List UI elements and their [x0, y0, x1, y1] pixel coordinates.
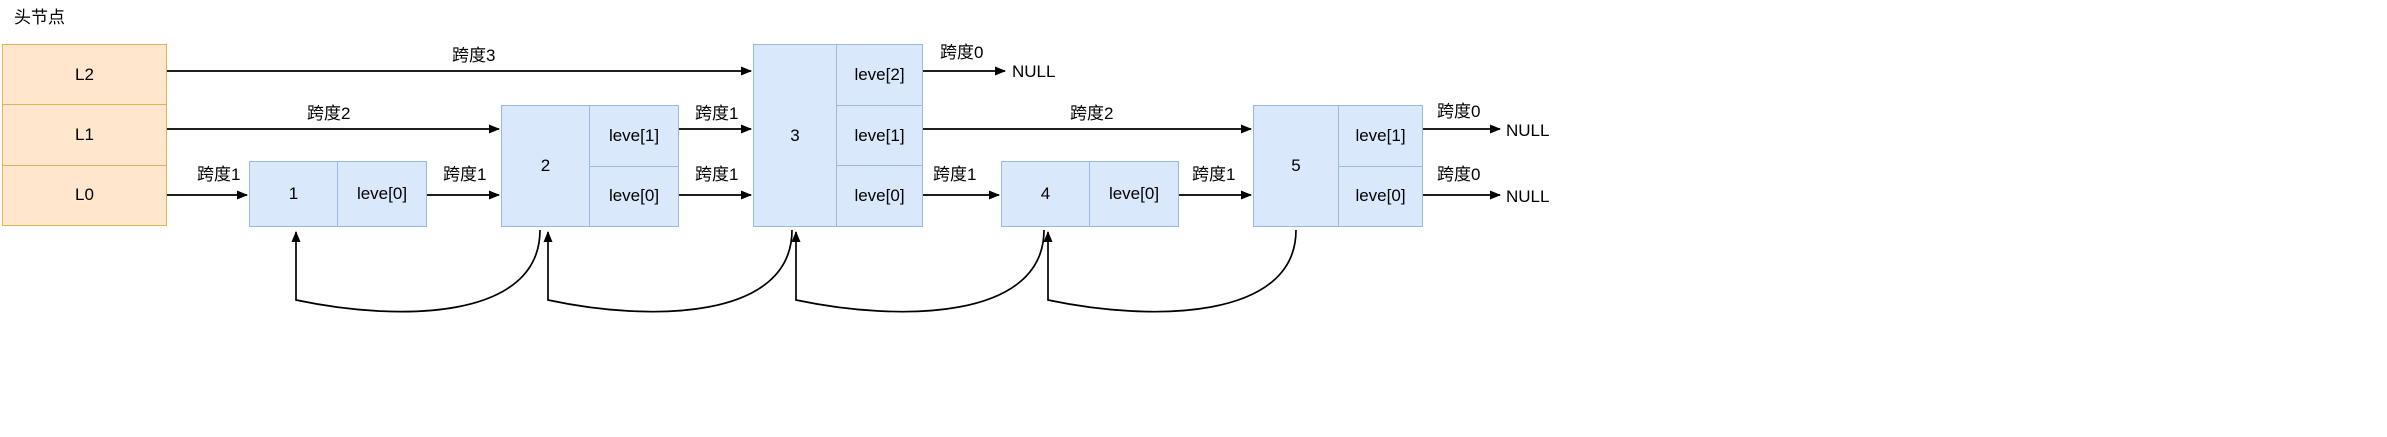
span-label-edge-4-l0-to-5: 跨度1 — [1192, 165, 1236, 184]
node-level-cell: leve[0] — [1108, 184, 1160, 203]
node-level-cell: leve[1] — [837, 106, 922, 167]
skiplist-node-4[interactable]: 4 leve[0] — [1001, 161, 1179, 227]
node-level-cell: leve[2] — [837, 45, 922, 106]
head-node-level-L0: L0 — [75, 185, 94, 205]
back-3-to-2 — [543, 229, 793, 313]
backward-pointer-edges — [291, 229, 1297, 313]
back-5-to-4 — [1043, 229, 1297, 313]
null-l1: NULL — [1506, 121, 1550, 140]
back-2-to-1 — [291, 229, 541, 313]
node-level-stack: leve[1] leve[0] — [590, 106, 678, 226]
span-label-edge-head-l2-to-3: 跨度3 — [452, 46, 496, 65]
node-level-stack: leve[1] leve[0] — [1339, 106, 1422, 226]
span-label-edge-1-l0-to-2: 跨度1 — [443, 165, 487, 184]
span-label-edge-3-l2-to-null: 跨度0 — [940, 43, 984, 62]
head-node-caption: 头节点 — [14, 8, 65, 27]
back-4-to-3 — [791, 229, 1045, 313]
span-label-edge-3-l0-to-4: 跨度1 — [933, 165, 977, 184]
node-value: 1 — [250, 162, 338, 226]
node-level-stack: leve[0] — [1090, 162, 1178, 226]
head-node[interactable]: L2 L1 L0 — [2, 44, 167, 226]
node-level-cell: leve[0] — [854, 186, 905, 206]
span-label-edge-5-l1-to-null: 跨度0 — [1437, 102, 1481, 121]
node-level-stack: leve[0] — [338, 162, 426, 226]
node-value: 4 — [1002, 162, 1090, 226]
span-label-edge-head-l0-to-1: 跨度1 — [197, 165, 241, 184]
node-value: 3 — [754, 45, 837, 226]
span-label-edge-2-l1-to-3: 跨度1 — [695, 104, 739, 123]
span-label-edge-5-l0-to-null: 跨度0 — [1437, 165, 1481, 184]
node-level-cell: leve[1] — [1339, 106, 1422, 167]
node-level-cell: leve[0] — [356, 184, 408, 203]
node-level-cell: leve[0] — [1355, 186, 1406, 206]
node-value: 5 — [1254, 106, 1339, 226]
span-label-edge-head-l1-to-2: 跨度2 — [307, 104, 351, 123]
null-l2: NULL — [1012, 62, 1056, 81]
span-label-edge-2-l0-to-3: 跨度1 — [695, 165, 739, 184]
node-value: 2 — [502, 106, 590, 226]
null-l0: NULL — [1506, 187, 1550, 206]
head-node-level-L2: L2 — [3, 45, 166, 106]
head-node-level-L1: L1 — [3, 105, 166, 166]
node-level-cell: leve[0] — [608, 186, 660, 206]
span-label-edge-3-l1-to-5: 跨度2 — [1070, 104, 1114, 123]
node-level-stack: leve[2]leve[1] leve[0] — [837, 45, 922, 226]
skiplist-node-1[interactable]: 1 leve[0] — [249, 161, 427, 227]
node-level-cell: leve[1] — [590, 106, 678, 167]
